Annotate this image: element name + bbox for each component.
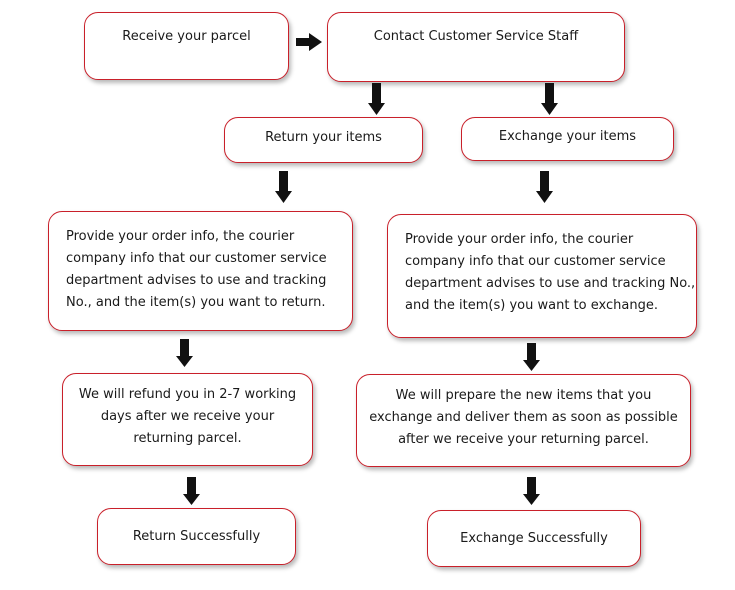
down-arrow-icon [368, 83, 385, 115]
down-arrow-icon [523, 343, 540, 371]
prepare-line: We will prepare the new items that you [395, 388, 652, 403]
exchange-info-line: department advises to use and tracking N… [405, 276, 696, 291]
down-arrow-icon [523, 477, 540, 505]
return-items-box: Return your items [224, 117, 423, 163]
return-info-line: Provide your order info, the courier [66, 229, 295, 244]
right-arrow-icon [296, 33, 322, 51]
exchange-items-label: Exchange your items [498, 129, 637, 144]
exchange-info-line: company info that our customer service [405, 254, 666, 269]
exchange-info-line: and the item(s) you want to exchange. [405, 298, 658, 313]
return-info-box: Provide your order info, the courier com… [48, 211, 353, 331]
down-arrow-icon [275, 171, 292, 203]
return-info-line: No., and the item(s) you want to return. [66, 295, 326, 310]
down-arrow-icon [183, 477, 200, 505]
receive-parcel-box: Receive your parcel [84, 12, 289, 80]
return-success-box: Return Successfully [97, 508, 296, 565]
exchange-items-box: Exchange your items [461, 117, 674, 161]
prepare-items-box: We will prepare the new items that you e… [356, 374, 691, 467]
contact-staff-label: Contact Customer Service Staff [373, 29, 579, 44]
down-arrow-icon [176, 339, 193, 367]
exchange-info-line: Provide your order info, the courier [405, 232, 634, 247]
exchange-success-box: Exchange Successfully [427, 510, 641, 567]
return-info-line: department advises to use and tracking [66, 273, 327, 288]
receive-parcel-label: Receive your parcel [122, 29, 251, 44]
refund-line: days after we receive your [100, 409, 275, 424]
refund-line: returning parcel. [133, 431, 242, 446]
prepare-line: exchange and deliver them as soon as pos… [369, 410, 678, 425]
exchange-info-box: Provide your order info, the courier com… [387, 214, 697, 338]
down-arrow-icon [536, 171, 553, 203]
contact-staff-box: Contact Customer Service Staff [327, 12, 625, 82]
refund-box: We will refund you in 2-7 working days a… [62, 373, 313, 466]
return-items-label: Return your items [265, 130, 382, 145]
prepare-line: after we receive your returning parcel. [398, 432, 649, 447]
down-arrow-icon [541, 83, 558, 115]
refund-line: We will refund you in 2-7 working [78, 387, 297, 402]
exchange-success-label: Exchange Successfully [460, 530, 608, 546]
return-info-line: company info that our customer service [66, 251, 327, 266]
return-success-label: Return Successfully [132, 528, 261, 544]
